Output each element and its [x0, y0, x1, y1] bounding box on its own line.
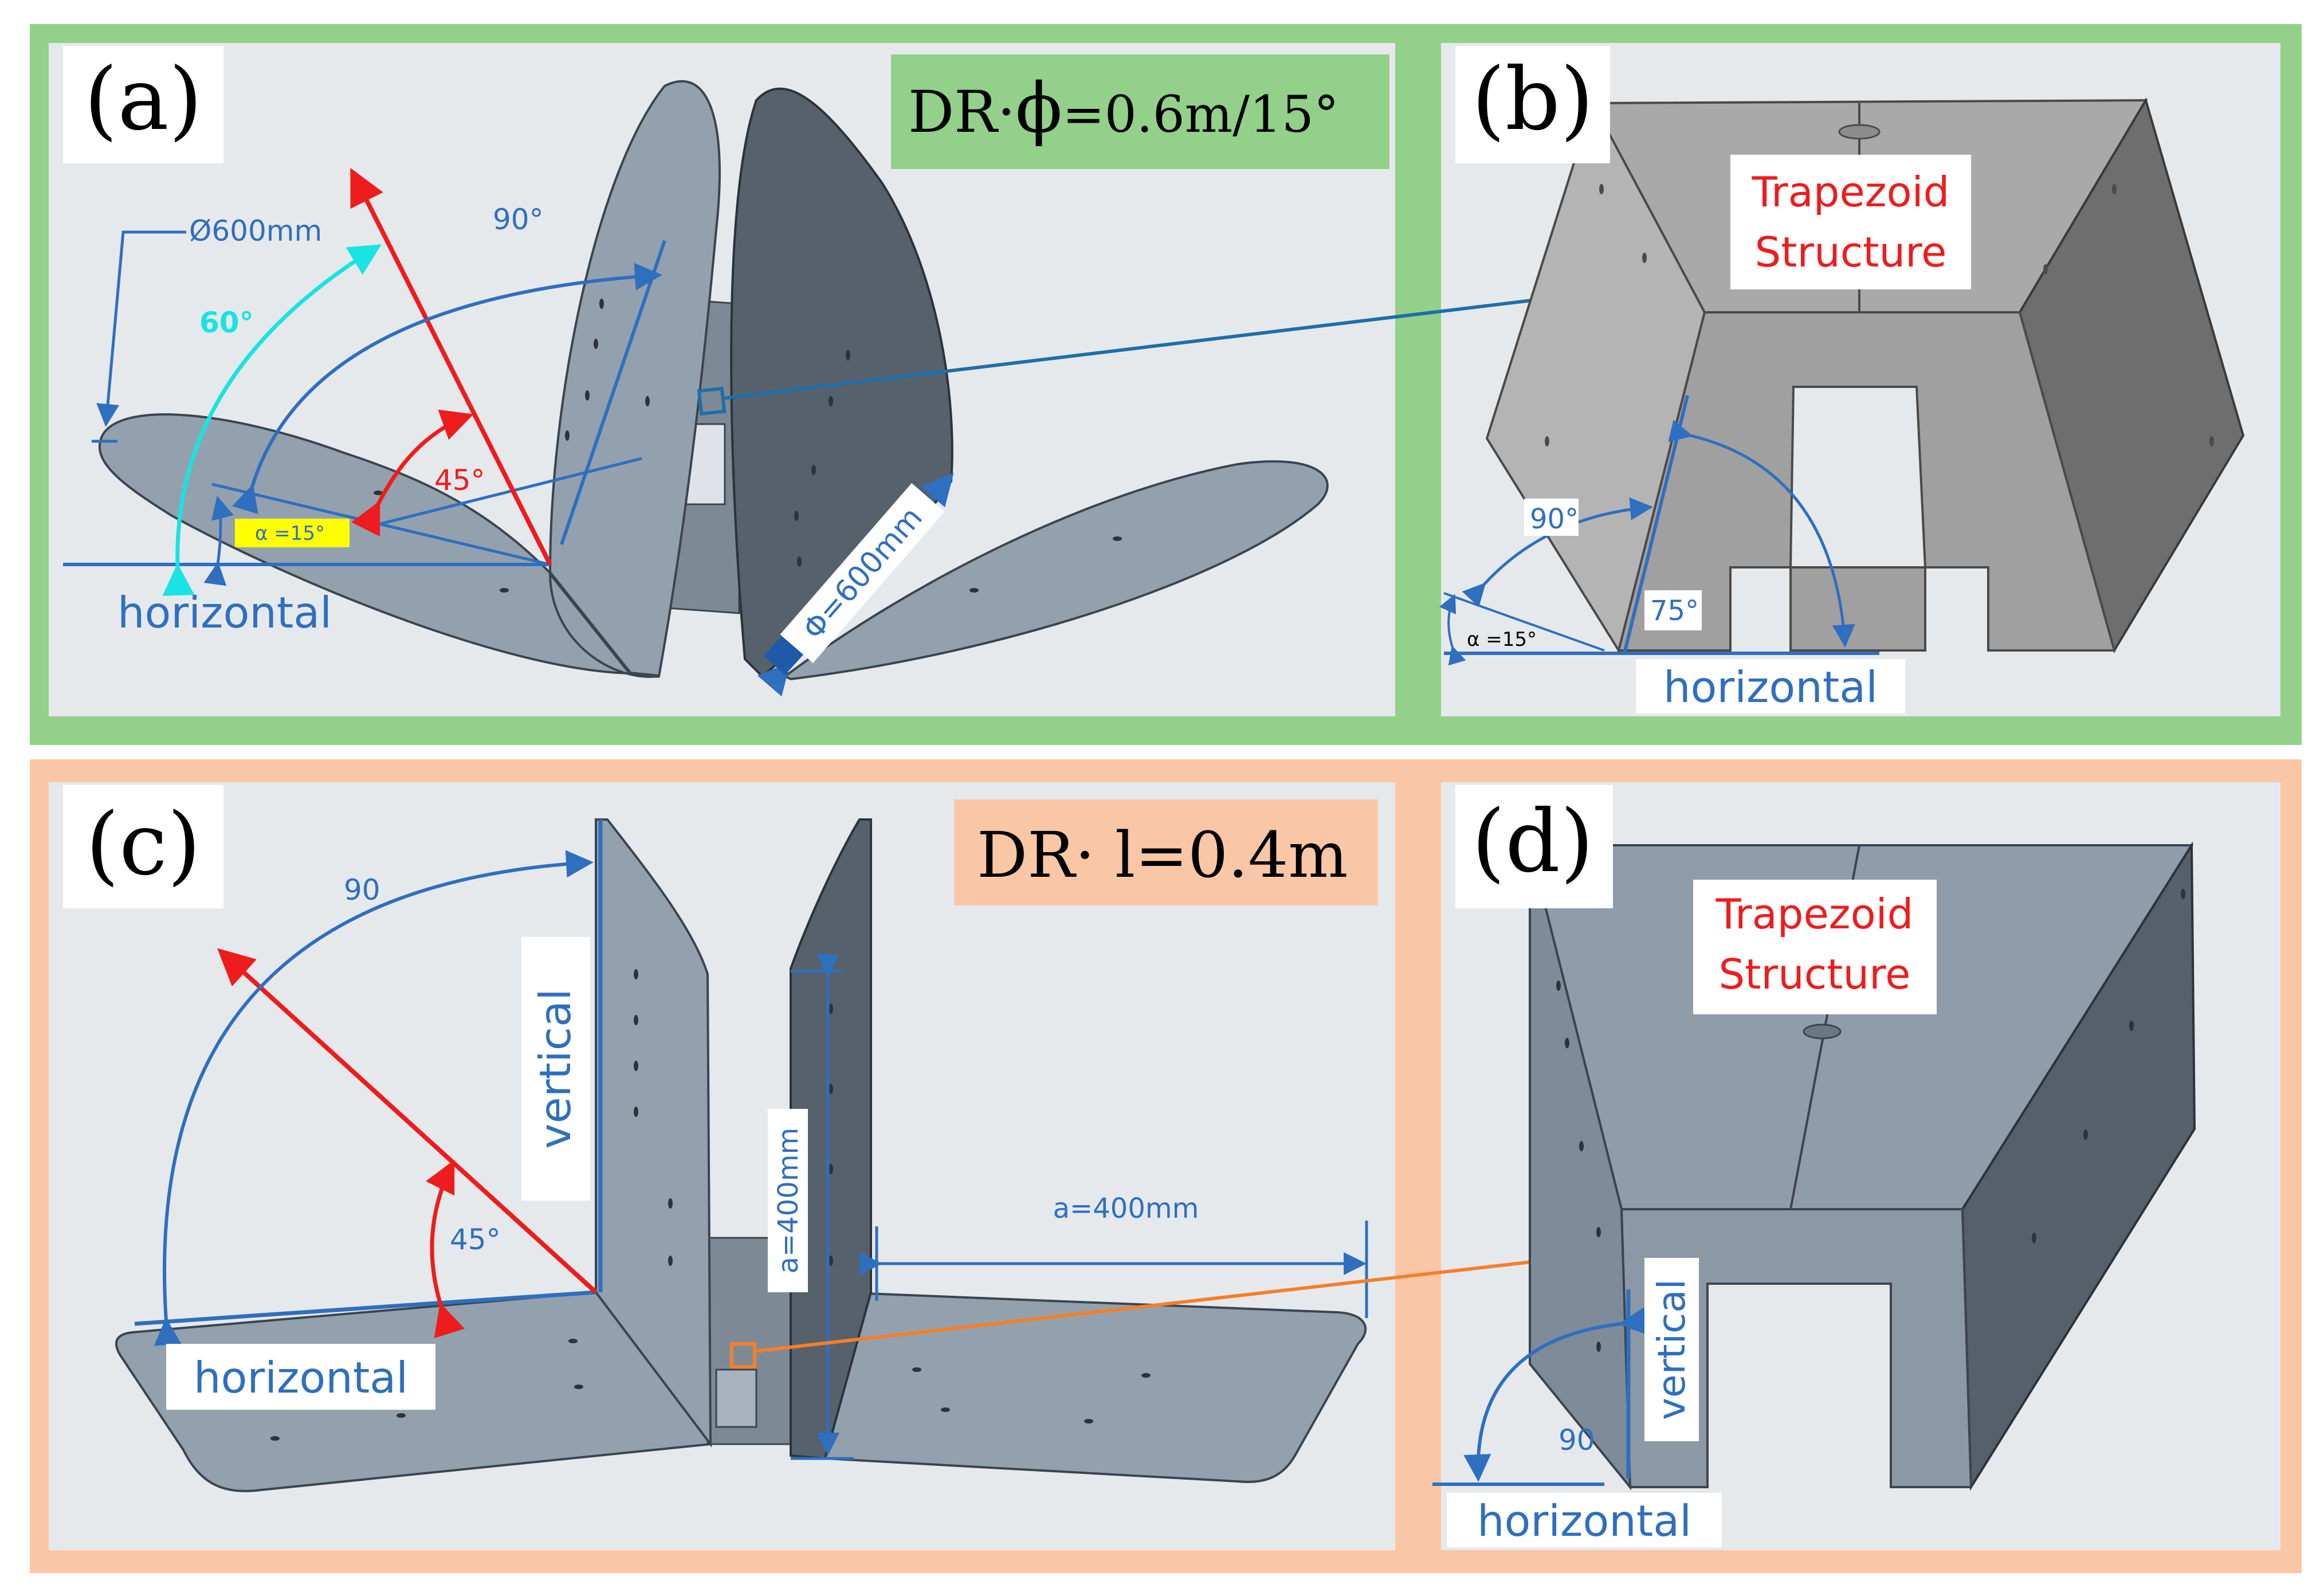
- trap-label-b-line1: Trapezoid: [1752, 168, 1950, 216]
- label-a-bg: [63, 46, 223, 163]
- arc-alpha-b: [1439, 594, 1466, 666]
- horizontal-label-b: horizontal: [1663, 662, 1878, 712]
- arc-90-a: [231, 262, 662, 515]
- label-b-bg: [1455, 46, 1610, 163]
- hub-c-slot: [715, 1368, 757, 1428]
- trap-d-front: [1620, 1208, 1973, 1488]
- a-horizontal-label-c: a=400mm: [1053, 1193, 1199, 1225]
- angle-90-label-b: 90°: [1530, 503, 1579, 535]
- right-flat-plate: [823, 1291, 1367, 1483]
- title-a-value: =0.6m/15°: [1062, 85, 1339, 144]
- horizontal-label-a: horizontal: [117, 587, 332, 638]
- angle-90-label-c: 90: [344, 873, 380, 907]
- vertical-d-bg: [1644, 1258, 1699, 1441]
- arc-90-c: [154, 850, 594, 1346]
- horizontal-c-bg: [166, 1344, 435, 1410]
- connector-arrow-ab: [723, 281, 1602, 400]
- alpha-label-b: α =15°: [1467, 628, 1537, 651]
- panel-label-b: (b): [1471, 50, 1593, 150]
- arc-90-d: [1463, 1307, 1647, 1482]
- angle-75-b-bg: [1644, 590, 1702, 630]
- left-tall-plate-edge: [548, 572, 659, 678]
- title-a-symbol: ϕ: [1015, 69, 1062, 148]
- horizontal-d-bg: [1447, 1493, 1722, 1547]
- vertical-label-c: vertical: [530, 989, 580, 1149]
- panel-c: (c) DR· l=0.4m 90 45° vertical horizonta…: [63, 785, 1619, 1492]
- trap-label-d-line1: Trapezoid: [1715, 890, 1914, 938]
- connector-box-a: [697, 386, 727, 416]
- trap-label-b-line2: Structure: [1755, 228, 1947, 276]
- horizontal-b-bg: [1636, 659, 1905, 713]
- a-vertical-c-bg: [768, 1109, 808, 1292]
- alpha-label-a: α =15°: [255, 522, 325, 545]
- label-c-bg: [63, 785, 223, 908]
- horizontal-label-c: horizontal: [194, 1352, 408, 1403]
- connector-arrow-cd: [754, 1241, 1619, 1353]
- angle-90-b-bg: [1524, 499, 1579, 536]
- panel-a: Φ=600mm (a) DR·ϕ=0.6m/15° Ø600mm 90° 60°…: [63, 46, 1602, 697]
- panel-d: (d) Trapezoid Structure vertical 90 hori…: [1432, 785, 2196, 1547]
- angle-60-label-a: 60°: [199, 306, 254, 339]
- alpha-label-bg-a: [235, 519, 350, 547]
- panel-b: (b) Trapezoid Structure 90° 75° α =15° h…: [1439, 46, 2245, 713]
- trap-label-d-line2: Structure: [1719, 950, 1911, 998]
- trap-label-b-bg: [1730, 155, 1971, 289]
- vertical-label-d: vertical: [1650, 1279, 1694, 1420]
- panel-label-c: (c): [85, 795, 201, 895]
- trap-b-cutout: [1789, 386, 1927, 568]
- angle-45-label-c: 45°: [450, 1223, 501, 1256]
- trap-label-d-bg: [1693, 880, 1937, 1014]
- title-c: DR· l=0.4m: [977, 818, 1348, 892]
- title-a-bg: [891, 54, 1389, 169]
- trap-d-hole: [1803, 1024, 1842, 1040]
- label-d-bg: [1455, 785, 1613, 908]
- a-vertical-label-c: a=400mm: [772, 1128, 804, 1274]
- title-a: DR·ϕ=0.6m/15°: [908, 69, 1339, 148]
- left-vertical-plate: [595, 818, 712, 1448]
- diameter-leader: [96, 230, 186, 427]
- horizontal-label-d: horizontal: [1477, 1496, 1691, 1546]
- panel-label-d: (d): [1471, 792, 1593, 892]
- angle-45-label-a: 45°: [434, 464, 485, 497]
- arc-alpha-a: [203, 496, 234, 586]
- diameter-label: Ø600mm: [189, 214, 322, 248]
- angle-90-label-d: 90: [1559, 1424, 1595, 1457]
- angle-75-label-b: 75°: [1650, 595, 1699, 627]
- panel-label-a: (a): [84, 50, 202, 150]
- title-c-bg: [954, 799, 1378, 905]
- connector-box-c: [730, 1342, 756, 1368]
- trap-b-top-hole: [1838, 124, 1881, 140]
- phi-label-bg: [780, 483, 945, 664]
- arc-75-b: [1668, 419, 1855, 648]
- vertical-c-bg: [521, 937, 590, 1201]
- angle-90-label-a: 90°: [493, 203, 544, 236]
- title-a-prefix: DR·: [908, 79, 1015, 146]
